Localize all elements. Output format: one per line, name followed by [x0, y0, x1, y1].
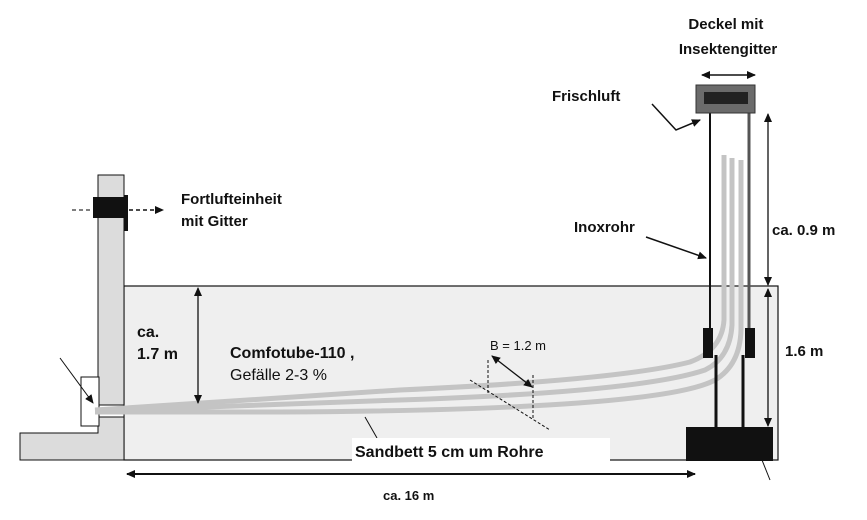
- inox-pipe-label: Inoxrohr: [574, 219, 635, 236]
- stack-collar-right: [745, 328, 755, 358]
- depth-left-label: ca. 1.7 m: [137, 324, 178, 363]
- cover-label-line1: Deckel mit: [688, 16, 763, 33]
- sand-bed-label: Sandbett 5 cm um Rohre: [355, 444, 544, 461]
- slope-label: Gefälle 2-3 %: [230, 367, 327, 384]
- exhaust-unit: [93, 197, 128, 218]
- insect-screen: [704, 92, 748, 104]
- foundation-pointer: [761, 459, 771, 481]
- comfotube-pipes: [94, 155, 744, 415]
- exhaust-grille: [124, 195, 128, 231]
- exhaust-unit-label: Fortlufteinheit mit Gitter: [181, 191, 286, 230]
- bend-ref-diag: [469, 379, 551, 431]
- ventilation-unit: [80, 376, 100, 427]
- foundation-block: [686, 427, 773, 461]
- tube-type-label: Comfotube-110 ,: [230, 345, 354, 362]
- length-label: ca. 16 m: [383, 488, 434, 503]
- pipe-2: [94, 158, 735, 414]
- inox-pointer: [645, 236, 707, 260]
- bend-radius-arrow: [491, 355, 533, 388]
- sand-bed-label-bg: [352, 438, 610, 464]
- exhaust-unit-label-line1: Fortlufteinheit: [181, 191, 282, 208]
- sand-bed-pointer: [364, 416, 378, 439]
- ventilation-unit-pointer: [59, 357, 94, 404]
- cover-label: Deckel mit Insektengitter: [679, 16, 778, 58]
- cover-label-line2: Insektengitter: [679, 41, 778, 58]
- fresh-air-pointer: [651, 103, 701, 131]
- bend-radius-label: B = 1.2 m: [490, 338, 546, 353]
- depth-right-label: 1.6 m: [785, 343, 823, 360]
- fresh-air-label: Frischluft: [552, 88, 620, 105]
- stack-collar-left: [703, 328, 713, 358]
- pipe-1: [94, 155, 727, 413]
- pipe-3: [95, 160, 744, 415]
- trench: [123, 285, 779, 461]
- exhaust-unit-label-line2: mit Gitter: [181, 213, 248, 230]
- height-above-label: ca. 0.9 m: [772, 222, 835, 239]
- depth-left-line1: ca.: [137, 324, 159, 341]
- depth-left-line2: 1.7 m: [137, 346, 178, 363]
